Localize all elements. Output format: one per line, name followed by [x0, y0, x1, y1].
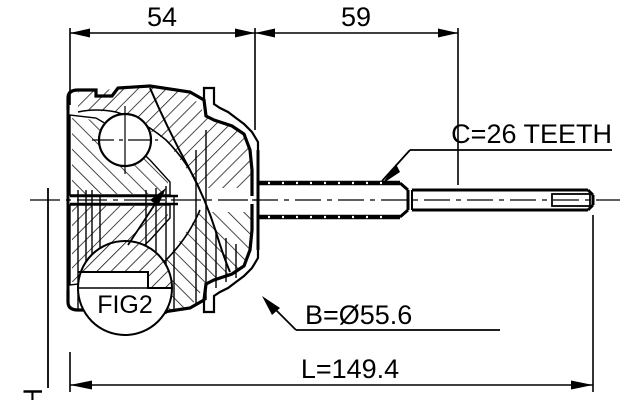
shaft-chamfer-top: [586, 188, 595, 197]
ball-bearing: [92, 106, 158, 174]
dimension-59: [255, 28, 459, 185]
callout-label-a: A=22 TEETH: [18, 388, 48, 400]
arrowhead-right-54: [235, 28, 255, 38]
shaft-assembly: [252, 180, 620, 220]
callout-a-teeth: A=22 TEETH: [18, 188, 49, 400]
l-arrowhead-right: [571, 380, 593, 390]
callout-label-b: B=Ø55.6: [305, 300, 412, 330]
arrowhead-left-59: [255, 28, 275, 38]
dimension-overall-length: [69, 215, 594, 392]
boot-groove-upper: [202, 86, 260, 152]
b-leader-arrowhead: [262, 296, 280, 315]
callout-c-teeth: [381, 149, 612, 184]
fig2-step-profile: [78, 271, 172, 289]
shaft-step-upper: [399, 181, 409, 192]
fig2-leader: [127, 188, 166, 246]
callout-b-diameter: [262, 296, 500, 331]
dimension-label-59: 59: [341, 2, 371, 32]
l-arrowhead-left: [70, 380, 92, 390]
arrowhead-right-59: [438, 28, 458, 38]
detail-bubble-label: FIG2: [97, 291, 153, 319]
shaft-step-lower: [399, 208, 409, 219]
callout-label-c: C=26 TEETH: [451, 119, 612, 149]
shaft-chamfer-bottom: [586, 203, 595, 212]
dimension-label-54: 54: [147, 2, 177, 32]
dimension-label-overall-length: L=149.4: [301, 354, 399, 384]
fig2-leader-arrowhead: [150, 188, 166, 206]
c-leader-arrowhead: [382, 164, 400, 184]
boot-groove-lower: [202, 248, 260, 314]
arrowhead-left-54: [70, 28, 90, 38]
